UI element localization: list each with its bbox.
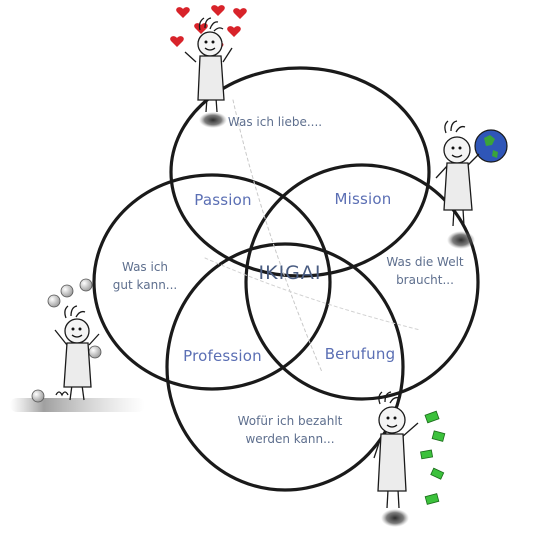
globe-icon: [474, 129, 508, 163]
label-world-needs-line2: braucht...: [396, 273, 454, 287]
label-mission: Mission: [334, 190, 392, 208]
label-paid-for-line1: Wofür ich bezahlt: [237, 414, 343, 428]
circle-good-at: [92, 173, 332, 391]
stick-figure-juggling: [10, 278, 145, 412]
label-good-at-line2: gut kann...: [112, 278, 178, 292]
label-world-needs: Was die Welt braucht...: [375, 253, 475, 289]
label-world-needs-line1: Was die Welt: [386, 255, 464, 269]
label-profession: Profession: [183, 347, 262, 365]
heart-icon: [170, 5, 247, 51]
label-good-at-line1: Was ich: [121, 260, 169, 274]
circles: [92, 66, 480, 492]
label-passion: Passion: [194, 191, 252, 209]
stick-figure-with-hearts: [170, 5, 247, 128]
ball-icon: [31, 278, 102, 403]
label-good-at: Was ich gut kann...: [100, 258, 190, 294]
label-ikigai-center: IKIGAI: [258, 262, 322, 284]
circle-paid-for: [165, 242, 405, 492]
label-paid-for: Wofür ich bezahlt werden kann...: [228, 412, 352, 448]
stick-figure-with-money: [373, 391, 446, 527]
circle-world-needs: [244, 163, 480, 401]
money-icon: [420, 410, 446, 505]
circle-love: [169, 66, 431, 278]
label-what-i-love: Was ich liebe....: [227, 115, 323, 129]
stick-figure-with-globe: [435, 120, 508, 249]
label-vocation: Berufung: [324, 345, 396, 363]
label-paid-for-line2: werden kann...: [245, 432, 335, 446]
